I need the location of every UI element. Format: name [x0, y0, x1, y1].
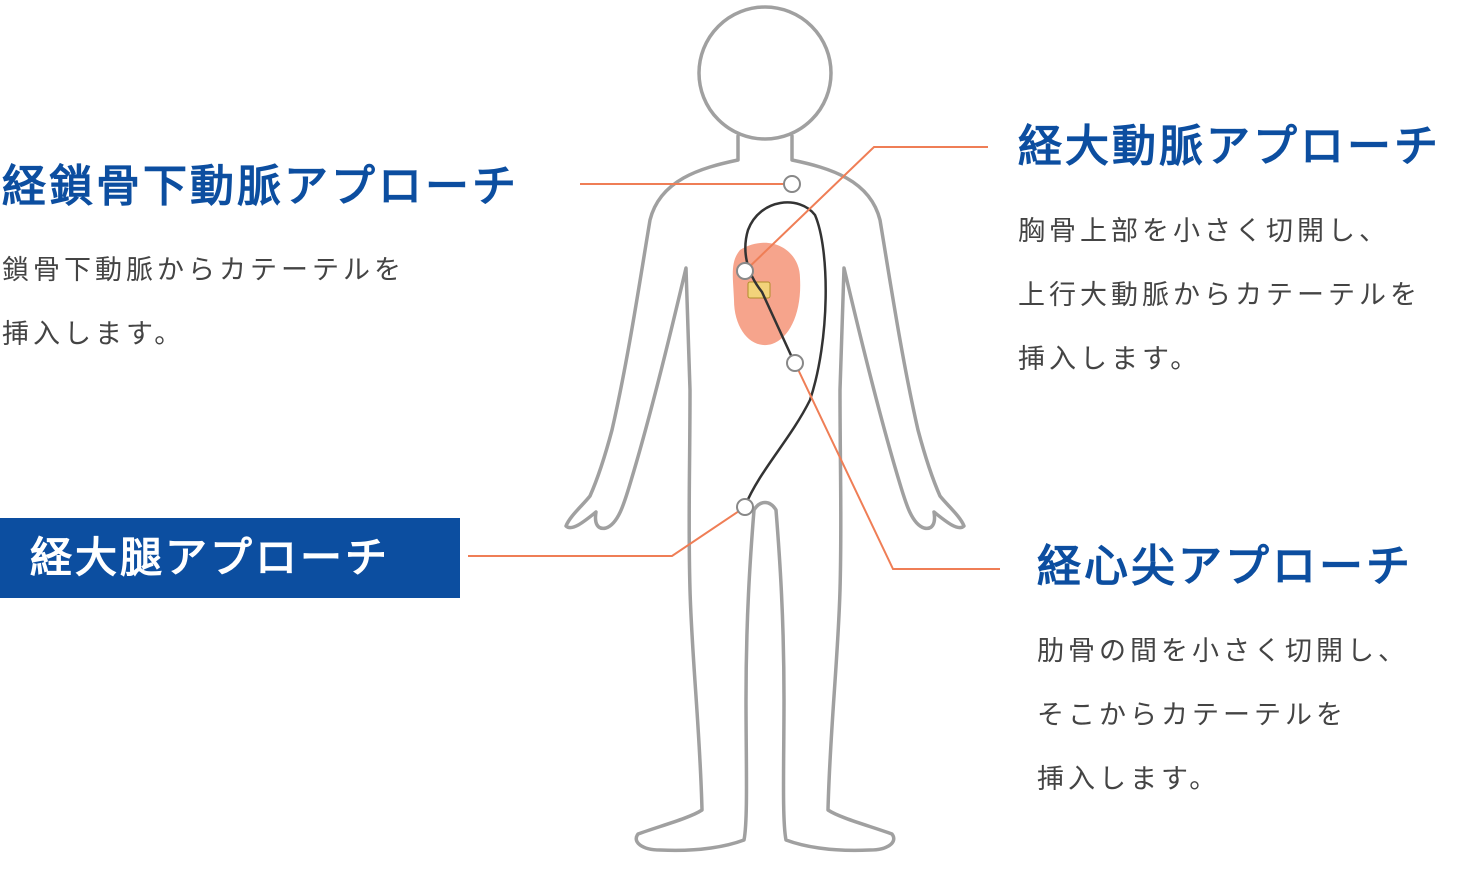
description-line: 挿入します。 — [2, 303, 405, 367]
description-line: 挿入します。 — [1018, 328, 1421, 392]
leader-apical — [795, 363, 1000, 569]
description-line: 肋骨の間を小さく切開し、 — [1037, 620, 1409, 684]
description-line: 上行大動脈からカテーテルを — [1018, 264, 1421, 328]
subclavian-point — [784, 176, 800, 192]
femoral-approach-title: 経大腿アプローチ — [0, 518, 460, 598]
body-silhouette — [566, 7, 964, 850]
femoral-point — [737, 499, 753, 515]
heart-illustration — [733, 243, 800, 345]
subclavian-approach-description: 鎖骨下動脈からカテーテルを 挿入します。 — [2, 239, 405, 367]
leader-femoral — [468, 507, 745, 556]
subclavian-approach-title: 経鎖骨下動脈アプローチ — [2, 165, 519, 209]
aortic-point — [737, 263, 753, 279]
description-line: 挿入します。 — [1037, 748, 1409, 812]
description-line: 胸骨上部を小さく切開し、 — [1018, 200, 1421, 264]
head-outline — [699, 7, 831, 139]
apical-approach-description: 肋骨の間を小さく切開し、 そこからカテーテルを 挿入します。 — [1037, 620, 1409, 812]
leader-lines — [468, 147, 1000, 569]
description-line: 鎖骨下動脈からカテーテルを — [2, 239, 405, 303]
aortic-approach-description: 胸骨上部を小さく切開し、 上行大動脈からカテーテルを 挿入します。 — [1018, 200, 1421, 392]
description-line: そこからカテーテルを — [1037, 684, 1409, 748]
apical-point — [787, 355, 803, 371]
apical-approach-title: 経心尖アプローチ — [1037, 545, 1413, 589]
aortic-approach-title: 経大動脈アプローチ — [1018, 125, 1441, 169]
